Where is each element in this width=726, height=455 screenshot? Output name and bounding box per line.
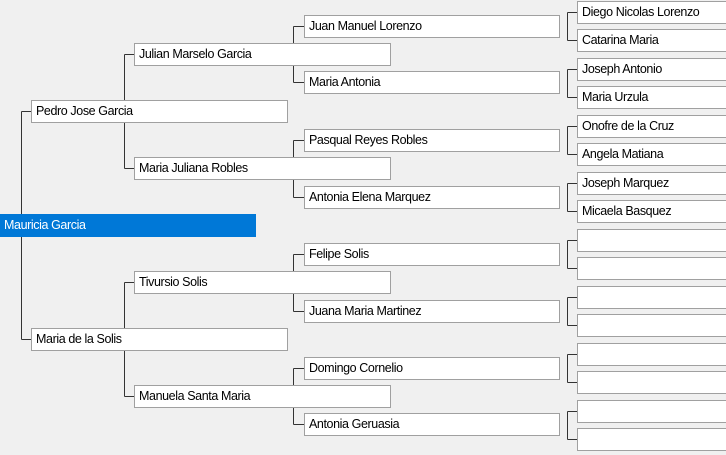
person-paternal-grandmother[interactable]: Maria Juliana Robles: [134, 157, 391, 180]
person-gg-grandparent-4[interactable]: Maria Urzula: [577, 86, 726, 109]
person-great-grandparent-6[interactable]: Juana Maria Martinez: [304, 300, 560, 323]
person-root[interactable]: Mauricia Garcia: [0, 214, 256, 237]
person-gg-grandparent-2[interactable]: Catarina Maria: [577, 29, 726, 52]
person-great-grandparent-1[interactable]: Juan Manuel Lorenzo: [304, 15, 560, 38]
person-gg-grandparent-14[interactable]: [577, 371, 726, 394]
person-gg-grandparent-10[interactable]: [577, 257, 726, 280]
person-gg-grandparent-12[interactable]: [577, 314, 726, 337]
person-great-grandparent-8[interactable]: Antonia Geruasia: [304, 413, 560, 436]
person-gg-grandparent-9[interactable]: [577, 229, 726, 252]
person-father[interactable]: Pedro Jose Garcia: [31, 100, 288, 123]
person-gg-grandparent-16[interactable]: [577, 428, 726, 451]
person-maternal-grandmother[interactable]: Manuela Santa Maria: [134, 385, 391, 408]
person-gg-grandparent-3[interactable]: Joseph Antonio: [577, 58, 726, 81]
person-great-grandparent-5[interactable]: Felipe Solis: [304, 243, 560, 266]
person-gg-grandparent-7[interactable]: Joseph Marquez: [577, 172, 726, 195]
person-maternal-grandfather[interactable]: Tivursio Solis: [134, 271, 391, 294]
person-gg-grandparent-13[interactable]: [577, 343, 726, 366]
person-great-grandparent-4[interactable]: Antonia Elena Marquez: [304, 186, 560, 209]
person-gg-grandparent-6[interactable]: Angela Matiana: [577, 143, 726, 166]
person-gg-grandparent-1[interactable]: Diego Nicolas Lorenzo: [577, 1, 726, 24]
person-great-grandparent-7[interactable]: Domingo Cornelio: [304, 357, 560, 380]
person-gg-grandparent-5[interactable]: Onofre de la Cruz: [577, 115, 726, 138]
person-gg-grandparent-11[interactable]: [577, 286, 726, 309]
person-great-grandparent-2[interactable]: Maria Antonia: [304, 71, 560, 94]
person-paternal-grandfather[interactable]: Julian Marselo Garcia: [134, 43, 391, 66]
person-gg-grandparent-8[interactable]: Micaela Basquez: [577, 200, 726, 223]
person-great-grandparent-3[interactable]: Pasqual Reyes Robles: [304, 129, 560, 152]
person-gg-grandparent-15[interactable]: [577, 400, 726, 423]
person-mother[interactable]: Maria de la Solis: [31, 328, 288, 351]
